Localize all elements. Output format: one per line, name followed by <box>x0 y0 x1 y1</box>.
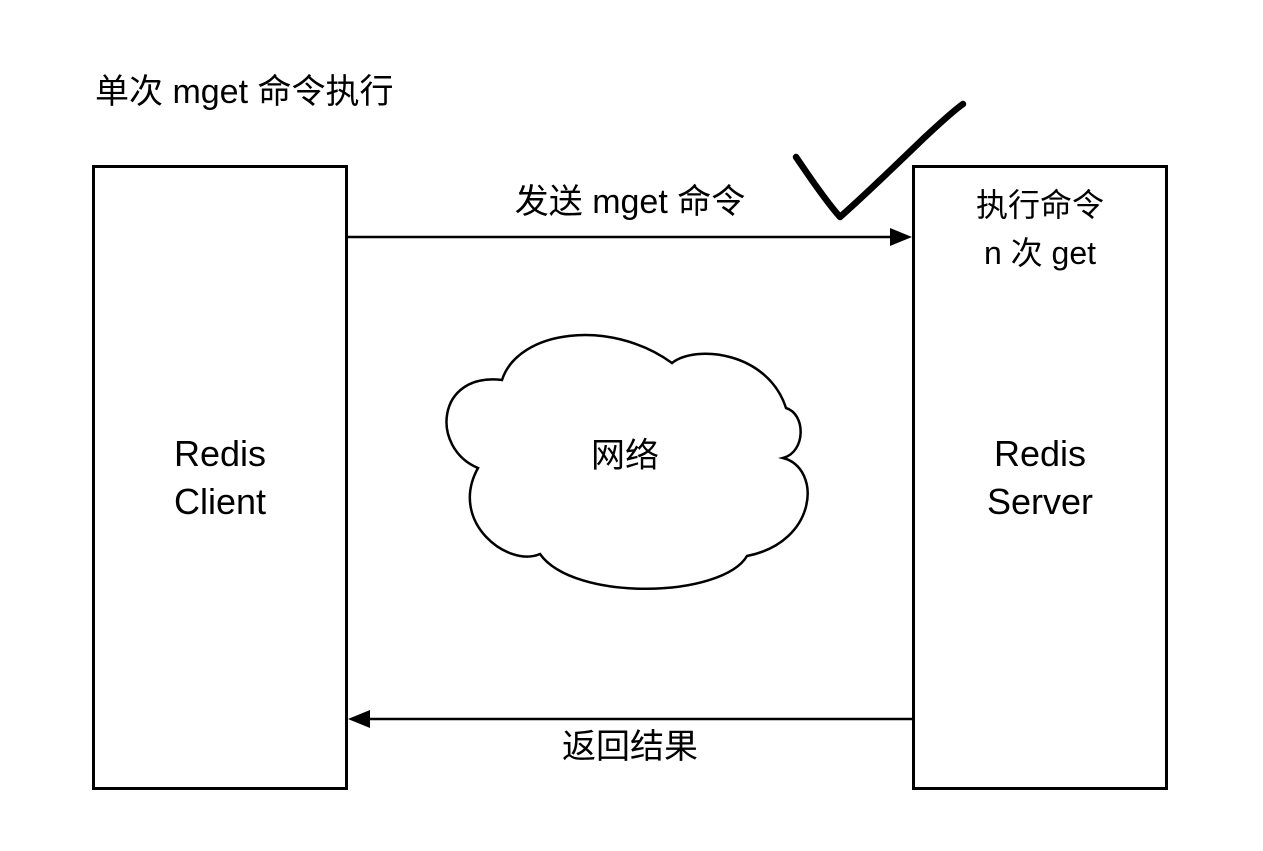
redis-client-label: Redis Client <box>173 432 267 522</box>
request-arrowhead-icon <box>890 228 912 246</box>
redis-client-box: Redis Client <box>92 165 348 790</box>
response-arrow-label: 返回结果 <box>562 728 698 766</box>
diagram-title: 单次 mget 命令执行 <box>95 73 394 111</box>
redis-server-label: Redis Server <box>986 432 1094 522</box>
server-execution-note: 执行命令 n 次 get <box>975 187 1104 271</box>
response-arrowhead-icon <box>348 710 370 728</box>
network-label: 网络 <box>591 437 659 475</box>
redis-server-box: 执行命令 n 次 get Redis Server <box>912 165 1168 790</box>
request-arrow-label: 发送 mget 命令 <box>514 183 746 221</box>
checkmark-icon <box>792 100 967 221</box>
network-cloud-shape <box>445 333 809 590</box>
